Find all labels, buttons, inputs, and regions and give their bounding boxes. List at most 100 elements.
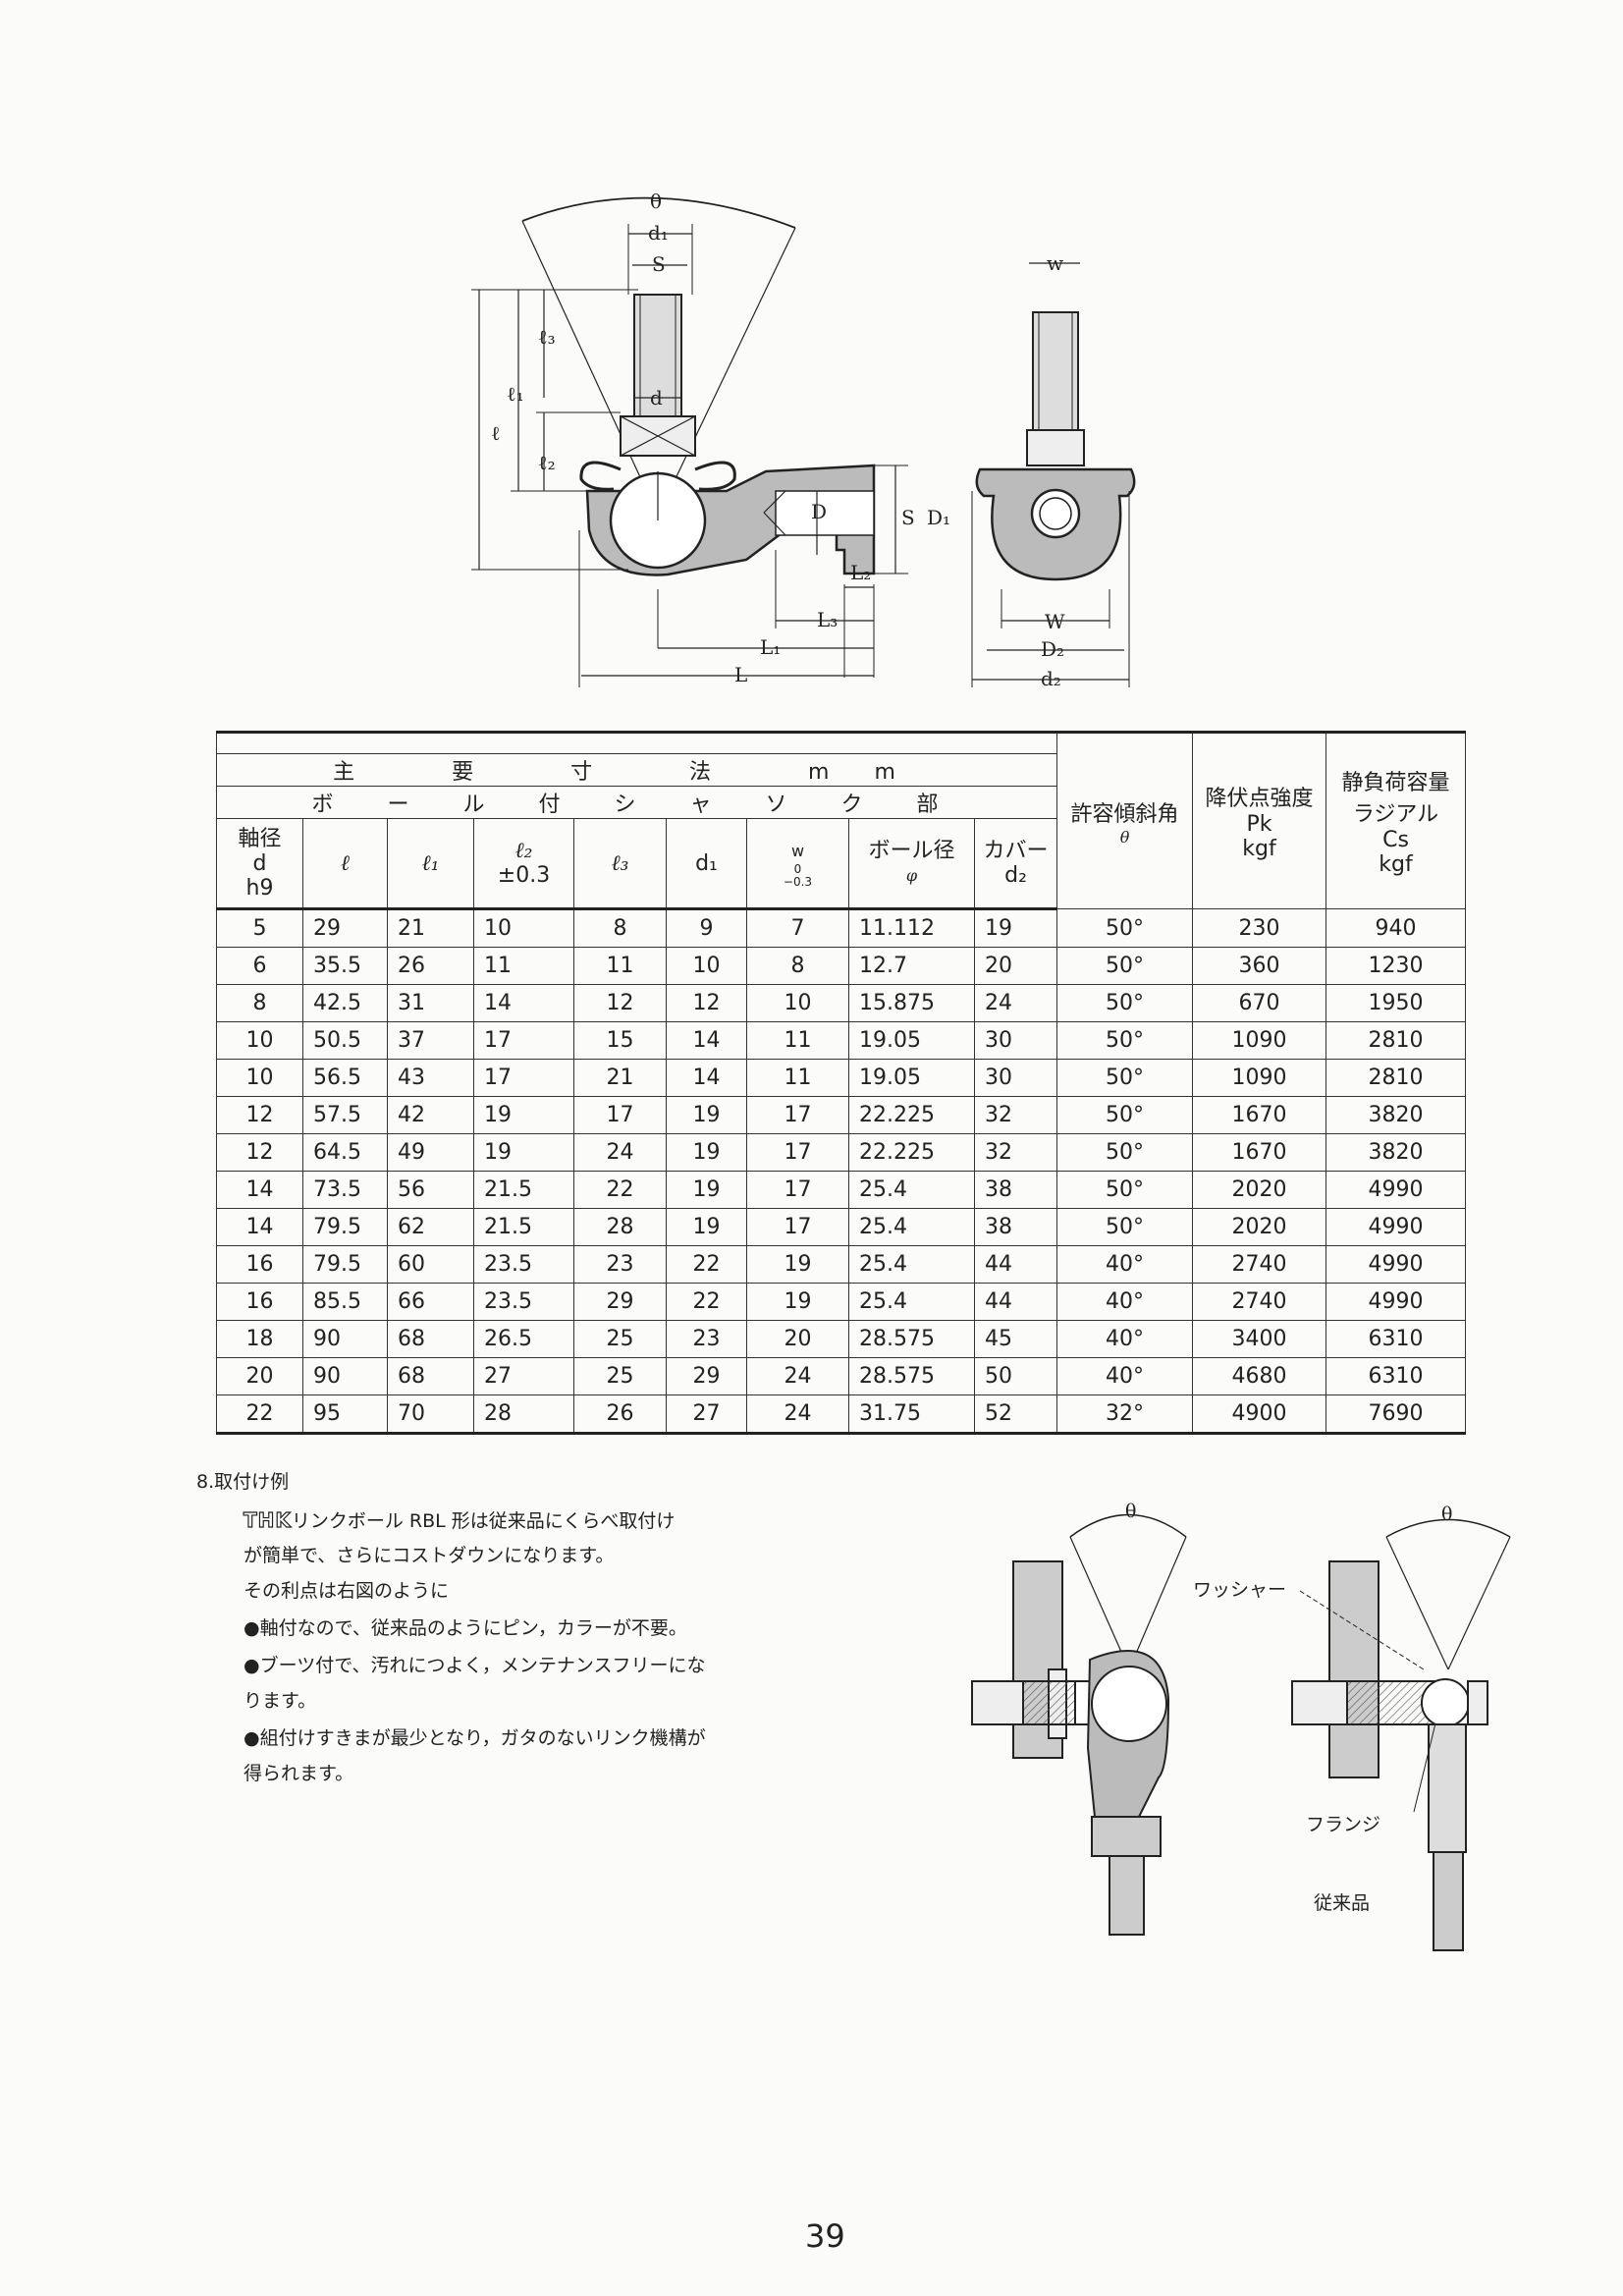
table-cell: 19 — [746, 1283, 849, 1321]
table-cell: 56 — [387, 1171, 474, 1209]
mounting-example-labels: θ θ ワッシャー フランジ 従来品 — [1125, 1501, 1452, 1914]
table-cell: 3400 — [1192, 1320, 1327, 1358]
table-cell: 40° — [1056, 1357, 1194, 1395]
table-cell: 9 — [666, 908, 747, 948]
table-cell: 2810 — [1325, 1059, 1467, 1097]
intro-text-1: リンクボール RBL 形は従来品にくらべ取付け — [291, 1510, 676, 1532]
table-cell: 29 — [573, 1283, 667, 1321]
table-cell: 24 — [746, 1357, 849, 1395]
table-cell: 4900 — [1192, 1394, 1327, 1435]
label-cap-d: D — [811, 500, 827, 523]
dimension-table: 許容傾斜角 θ 降伏点強度 Pk kgf 静負荷容量 ラジアル Cs kgf 主… — [215, 731, 1467, 1435]
table-cell: 12.7 — [848, 947, 975, 985]
table-cell: 20 — [746, 1320, 849, 1358]
table-cell: 23 — [666, 1320, 747, 1358]
table-cell: 2020 — [1192, 1208, 1327, 1246]
table-cell: 6 — [216, 947, 303, 985]
table-cell: 29 — [666, 1357, 747, 1395]
table-cell: 11 — [746, 1021, 849, 1060]
table-cell: 19 — [666, 1096, 747, 1134]
table-cell: 32 — [973, 1096, 1058, 1134]
table-cell: 1090 — [1192, 1021, 1327, 1060]
table-cell: 21 — [387, 908, 474, 948]
table-cell: 6310 — [1325, 1320, 1467, 1358]
table-cell: 44 — [973, 1283, 1058, 1321]
table-cell: 12 — [216, 1096, 303, 1134]
table-cell: 16 — [216, 1283, 303, 1321]
table-cell: 7 — [746, 908, 849, 948]
table-cell: 50° — [1056, 1096, 1194, 1134]
col-l1-header: ℓ₁ — [387, 818, 474, 910]
table-cell: 10 — [746, 984, 849, 1022]
table-cell: 64.5 — [302, 1133, 388, 1172]
table-cell: 22 — [216, 1394, 303, 1435]
table-cell: 11 — [746, 1059, 849, 1097]
label-w: w — [1047, 251, 1063, 275]
label-l: ℓ — [491, 421, 501, 445]
table-cell: 23.5 — [473, 1245, 574, 1284]
table-cell: 35.5 — [302, 947, 388, 985]
table-cell: 11 — [473, 947, 574, 985]
table-cell: 17 — [746, 1171, 849, 1209]
label-cap-l: L — [734, 663, 747, 686]
table-cell: 10 — [216, 1021, 303, 1060]
table-cell: 42 — [387, 1096, 474, 1134]
front-view-drawing — [971, 262, 1136, 687]
table-cell: 50° — [1056, 984, 1194, 1022]
label-l2: ℓ₂ — [538, 451, 556, 474]
header-main: 主 要 寸 法 mm — [215, 753, 1058, 787]
col-l-header: ℓ — [302, 818, 388, 910]
table-cell: 1670 — [1192, 1133, 1327, 1172]
brand-logo: THK — [243, 1507, 292, 1532]
table-cell: 22 — [573, 1171, 667, 1209]
table-cell: 11 — [573, 947, 667, 985]
table-cell: 670 — [1192, 984, 1327, 1022]
table-cell: 28 — [473, 1394, 574, 1435]
table-cell: 17 — [746, 1133, 849, 1172]
table-cell: 2740 — [1192, 1245, 1327, 1284]
label-cap-l3: L₃ — [817, 608, 838, 631]
intro-line-2: が簡単で、さらにコストダウンになります。 — [243, 1545, 615, 1566]
bullet-2b: ります。 — [243, 1690, 317, 1712]
table-cell: 43 — [387, 1059, 474, 1097]
label-washer: ワッシャー — [1193, 1579, 1286, 1601]
table-cell: 19 — [746, 1245, 849, 1284]
table-cell: 26 — [573, 1394, 667, 1435]
mounting-example-drawing — [971, 1513, 1511, 1951]
table-cell: 5 — [216, 908, 303, 948]
table-cell: 79.5 — [302, 1208, 388, 1246]
table-cell: 38 — [973, 1171, 1058, 1209]
table-cell: 40° — [1056, 1245, 1194, 1284]
table-cell: 57.5 — [302, 1096, 388, 1134]
table-cell: 17 — [746, 1208, 849, 1246]
bullet-2a: ●ブーツ付で、汚れにつよく，メンテナンスフリーにな — [243, 1655, 706, 1676]
table-cell: 27 — [666, 1394, 747, 1435]
table-cell: 16 — [216, 1245, 303, 1284]
label-flange: フランジ — [1306, 1814, 1380, 1835]
table-cell: 12 — [216, 1133, 303, 1172]
table-cell: 31.75 — [848, 1394, 975, 1435]
table-cell: 56.5 — [302, 1059, 388, 1097]
table-cell: 8 — [216, 984, 303, 1022]
table-cell: 26 — [387, 947, 474, 985]
col-l3-header: ℓ₃ — [573, 818, 667, 910]
table-cell: 70 — [387, 1394, 474, 1435]
table-cell: 15.875 — [848, 984, 975, 1022]
table-cell: 14 — [666, 1021, 747, 1060]
table-cell: 10 — [473, 908, 574, 948]
table-cell: 22 — [666, 1245, 747, 1284]
bullet-3b: 得られます。 — [243, 1763, 354, 1784]
table-cell: 24 — [573, 1133, 667, 1172]
table-cell: 30 — [973, 1021, 1058, 1060]
col-static-header: 静負荷容量 ラジアル Cs kgf — [1325, 731, 1467, 909]
table-cell: 50 — [973, 1357, 1058, 1395]
label-conventional: 従来品 — [1314, 1892, 1370, 1914]
table-cell: 11.112 — [848, 908, 975, 948]
